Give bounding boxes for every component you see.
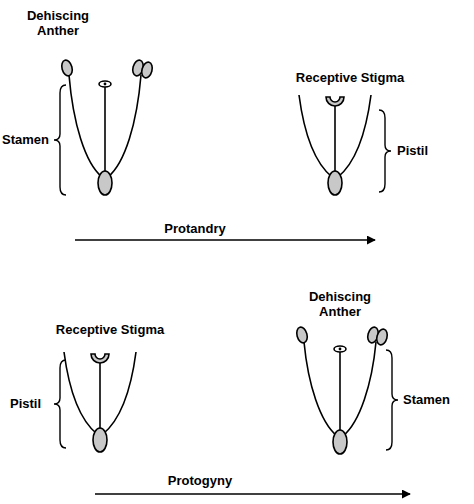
flower-female-phase (299, 95, 371, 195)
flower-male-phase (60, 59, 154, 195)
ovary (98, 171, 112, 195)
filament (108, 75, 141, 177)
style (104, 87, 106, 175)
ovary (93, 428, 107, 452)
stigma-receptive (91, 354, 109, 363)
filament (103, 352, 136, 434)
brace (379, 110, 391, 192)
time-arrow (95, 493, 410, 494)
stigma-dot (104, 83, 107, 86)
filament (343, 342, 376, 436)
ovary (328, 171, 342, 195)
style (339, 352, 341, 434)
flower-male-phase (295, 326, 389, 454)
part-label: Dehiscing Anther (300, 289, 380, 319)
anther (295, 326, 309, 344)
filament (338, 95, 371, 177)
stigma-closed (99, 81, 111, 87)
part-label: Receptive Stigma (285, 70, 415, 85)
stigma-dot (339, 348, 342, 351)
filament (64, 352, 97, 434)
part-label: Pistil (397, 143, 428, 158)
flower-female-phase (64, 352, 136, 452)
part-label: Receptive Stigma (45, 322, 175, 337)
brace (386, 350, 398, 450)
anther (140, 61, 154, 79)
time-arrow (75, 239, 375, 240)
anther (60, 59, 74, 77)
filament (299, 95, 332, 177)
part-label: Dehiscing Anther (18, 8, 98, 38)
filament (304, 342, 337, 436)
phase-label: Protogyny (145, 473, 255, 488)
part-label: Pistil (10, 396, 41, 411)
filament (69, 75, 102, 177)
style (334, 106, 336, 175)
brace (54, 360, 66, 448)
part-label: Stamen (2, 132, 49, 147)
stigma-receptive (326, 97, 344, 106)
part-label: Stamen (403, 392, 450, 407)
style (99, 363, 101, 432)
anther (375, 328, 389, 346)
phase-label: Protandry (140, 221, 250, 236)
brace (54, 85, 66, 195)
ovary (333, 430, 347, 454)
stigma-closed (334, 346, 346, 352)
